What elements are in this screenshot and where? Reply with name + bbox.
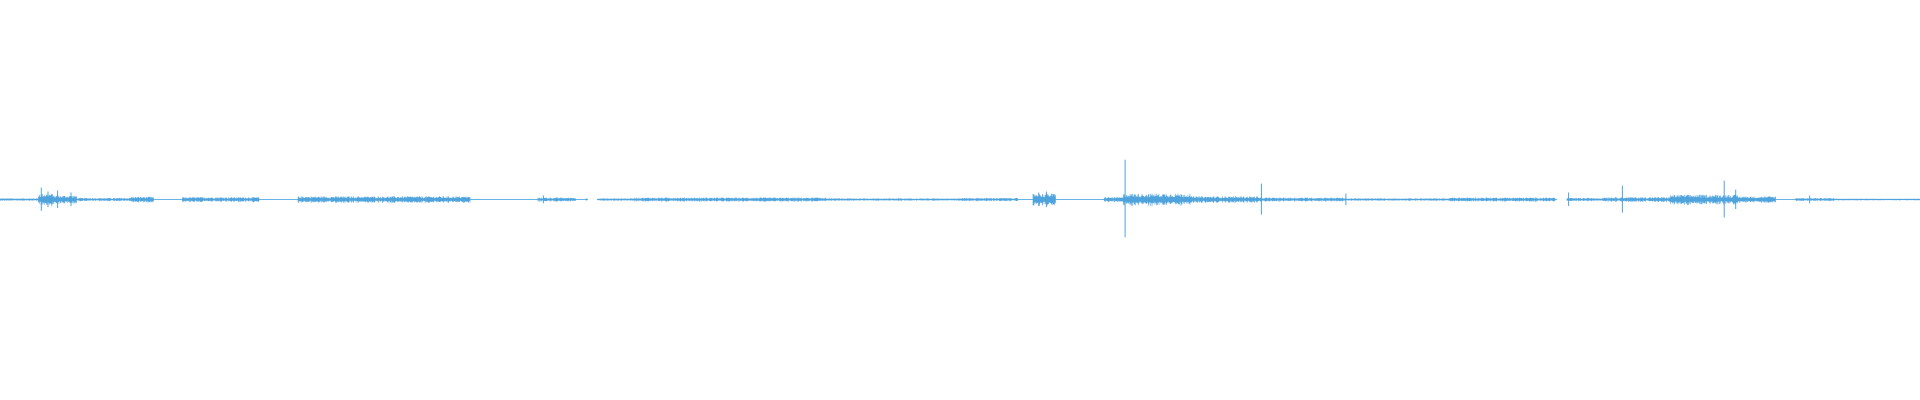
waveform-body — [0, 193, 1920, 207]
